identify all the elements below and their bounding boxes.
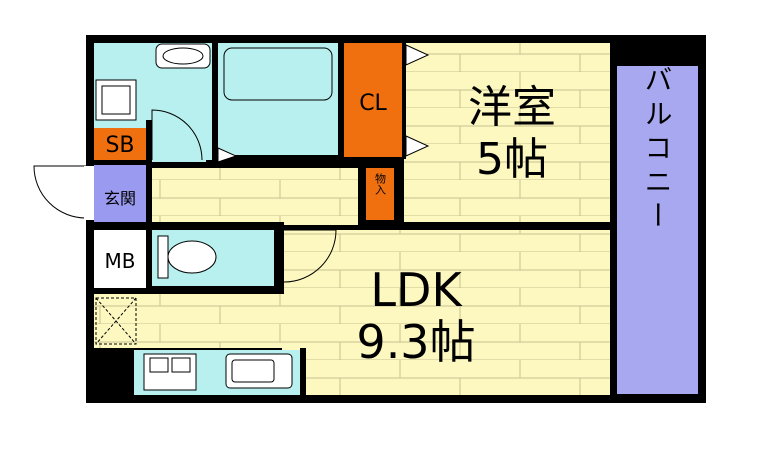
- washing-machine-inner: [101, 85, 131, 115]
- entrance-door-swing[interactable]: [33, 165, 87, 219]
- refrigerator-space-icon: [95, 297, 137, 345]
- stove-burner: [171, 357, 191, 373]
- ldk-door-swing[interactable]: [283, 229, 337, 283]
- wall-seg: [404, 222, 610, 225]
- washbasin-bowl: [162, 47, 204, 65]
- balcony-label: バルコニー: [641, 65, 674, 235]
- meter-box-label: MB: [105, 249, 136, 273]
- wall-seg: [274, 222, 284, 294]
- storage: [366, 168, 394, 220]
- hallway: [152, 168, 358, 225]
- bathtub-icon: [223, 47, 333, 101]
- wall-seg: [94, 222, 284, 230]
- kitchen-floor: [94, 294, 284, 348]
- shoe-box: [94, 128, 146, 160]
- wall-seg: [94, 288, 152, 294]
- entrance-label: 玄関: [104, 189, 136, 208]
- entrance: [94, 164, 146, 222]
- kitchen-sink-bowl: [231, 359, 275, 383]
- washroom-door-swing[interactable]: [151, 109, 203, 161]
- closet-door-icon[interactable]: [405, 135, 430, 157]
- wall-seg: [146, 120, 152, 228]
- shoe-box-label: SB: [105, 133, 134, 158]
- wall-seg: [94, 160, 152, 165]
- kitchen-floor-right: [284, 230, 292, 350]
- wall-seg: [394, 160, 404, 226]
- western-room-size: 5帖: [476, 134, 548, 185]
- western-room: [404, 43, 610, 223]
- toilet-icon: [167, 240, 217, 274]
- meter-box: [94, 230, 146, 288]
- toilet-tank: [157, 235, 169, 279]
- storage-label: 物入: [374, 172, 387, 195]
- closet-door-icon[interactable]: [405, 44, 430, 66]
- western-room-name: 洋室: [468, 82, 556, 133]
- kitchen-lower-wall: [94, 350, 134, 395]
- closet-label: CL: [359, 91, 387, 116]
- wall-seg: [358, 160, 366, 226]
- wall-seg: [338, 43, 344, 163]
- ldk-room-size: 9.3帖: [356, 315, 475, 369]
- wall-seg: [300, 348, 306, 395]
- stove-burner: [149, 357, 169, 373]
- balcony-rail-left: [614, 66, 617, 394]
- balcony-area: [616, 66, 698, 394]
- washing-machine-icon: [95, 79, 137, 121]
- ldk-room-name: LDK: [370, 263, 463, 317]
- wall-seg: [206, 160, 366, 168]
- ldk-room: [282, 230, 610, 395]
- wall-seg: [402, 43, 406, 159]
- wall-seg: [358, 220, 404, 230]
- refrigerator-cross: [95, 297, 137, 345]
- exterior-gap: [84, 166, 94, 220]
- closet: [344, 43, 402, 157]
- bath-door-icon[interactable]: [217, 147, 238, 163]
- wall-seg: [212, 43, 218, 163]
- wall-seg: [146, 288, 284, 294]
- kitchen-sink-icon: [225, 353, 293, 389]
